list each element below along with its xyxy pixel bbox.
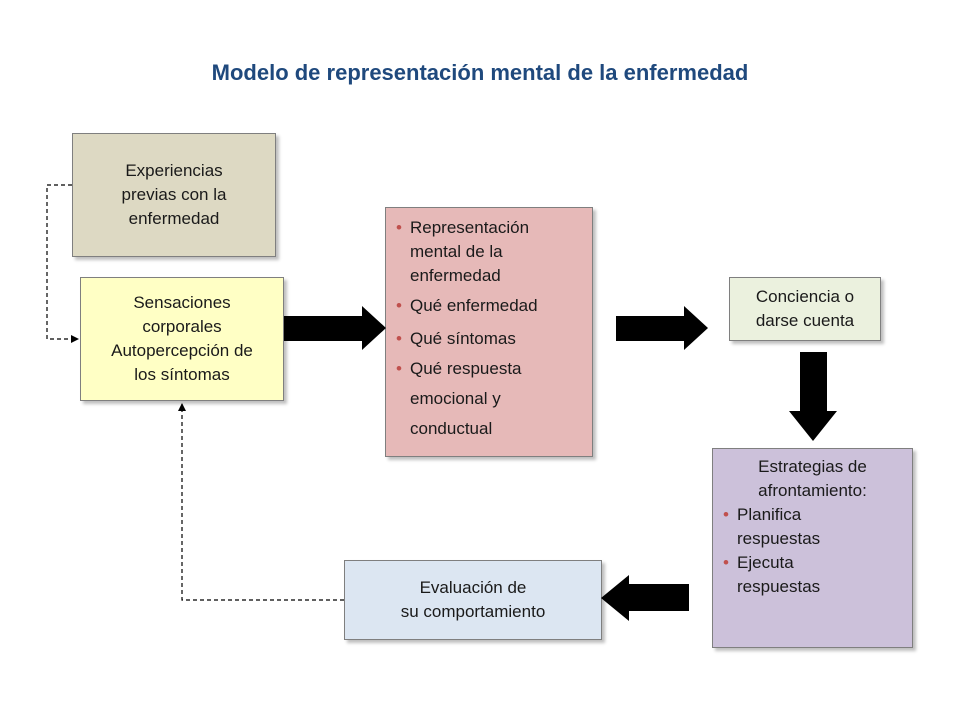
list-item: Planifica respuestas: [721, 503, 904, 551]
conciencia-box: Conciencia o darse cuenta: [729, 277, 881, 341]
experiencias-box: Experiencias previas con la enfermedad: [72, 133, 276, 257]
list-item: Qué síntomas: [394, 324, 584, 354]
list-item-text: enfermedad: [410, 266, 501, 285]
arrow-right-icon: [284, 306, 386, 350]
list-item: Qué respuesta emocional y conductual: [394, 354, 584, 444]
box-text: los síntomas: [134, 365, 230, 384]
box-text: Experiencias: [125, 161, 223, 180]
list-item: Qué enfermedad: [394, 294, 584, 318]
arrow-down-icon: [789, 352, 837, 441]
estrategias-list: Planifica respuestas Ejecuta respuestas: [721, 503, 904, 599]
arrow-left-icon: [601, 575, 689, 621]
list-item-text: Ejecuta: [737, 553, 794, 572]
box-text: darse cuenta: [755, 311, 855, 330]
estrategias-header: Estrategias de afrontamiento:: [721, 455, 904, 503]
list-item-text: Qué síntomas: [410, 329, 516, 348]
dashed-connector-evaluacion: [178, 403, 344, 601]
list-item-text: Qué enfermedad: [410, 296, 538, 315]
list-item-text: conductual: [410, 419, 493, 438]
box-text: su comportamiento: [400, 602, 546, 621]
evaluacion-box: Evaluación de su comportamiento: [344, 560, 602, 640]
representacion-list: Representación mental de la enfermedad Q…: [394, 216, 584, 444]
list-item-text: respuestas: [737, 577, 821, 596]
list-item-text: mental de la: [410, 242, 503, 261]
list-item-text: Planifica: [737, 505, 802, 524]
list-item-text: emocional y: [410, 389, 501, 408]
box-text: enfermedad: [128, 209, 220, 228]
box-text: Sensaciones: [133, 293, 231, 312]
page-title: Modelo de representación mental de la en…: [211, 60, 749, 85]
box-text: Autopercepción de: [111, 341, 253, 360]
arrow-right-icon: [616, 306, 708, 350]
box-text: corporales: [142, 317, 222, 336]
box-text: Estrategias de: [758, 457, 867, 476]
dashed-connector-experiencias: [46, 184, 79, 343]
list-item: Representación mental de la enfermedad: [394, 216, 584, 288]
box-text: afrontamiento:: [758, 481, 867, 500]
box-text: previas con la: [121, 185, 227, 204]
sensaciones-box: Sensaciones corporales Autopercepción de…: [80, 277, 284, 401]
list-item-text: Representación: [410, 218, 530, 237]
representacion-box: Representación mental de la enfermedad Q…: [385, 207, 593, 457]
box-text: Conciencia o: [755, 287, 855, 306]
box-text: Evaluación de: [419, 578, 527, 597]
estrategias-box: Estrategias de afrontamiento: Planifica …: [712, 448, 913, 648]
list-item: Ejecuta respuestas: [721, 551, 904, 599]
list-item-text: Qué respuesta: [410, 359, 522, 378]
list-item-text: respuestas: [737, 529, 821, 548]
